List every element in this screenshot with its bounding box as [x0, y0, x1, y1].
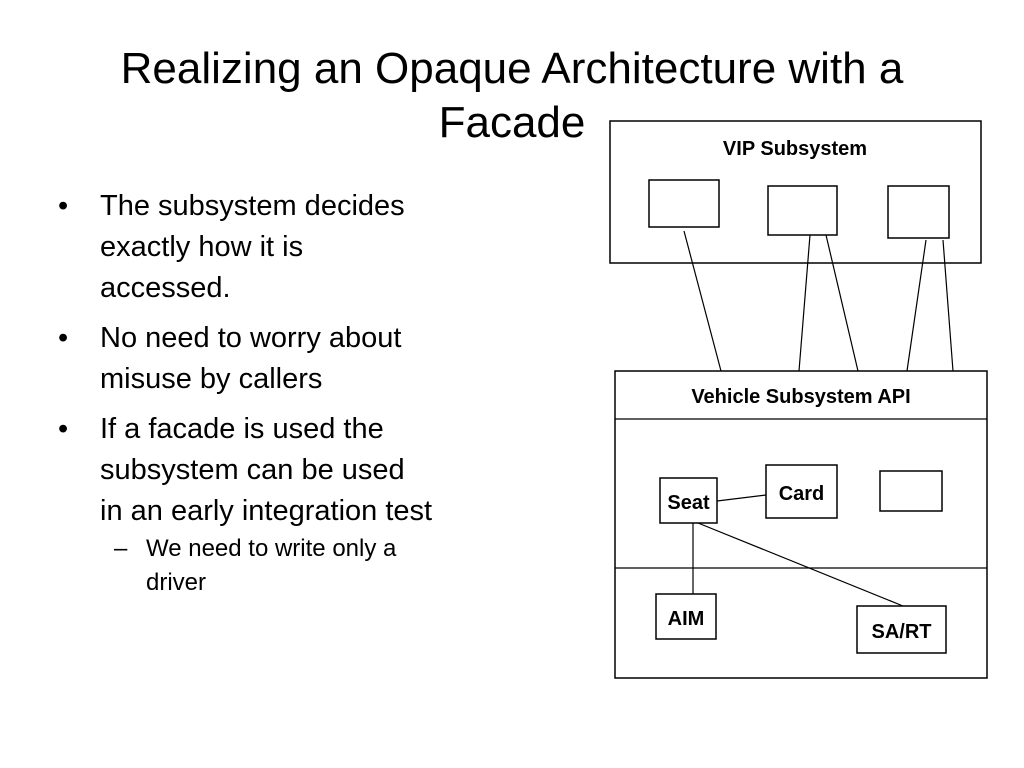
- vip-component-box: [887, 185, 950, 239]
- vip-component-box: [767, 185, 838, 236]
- sart-box: [856, 605, 947, 654]
- bullet-item: • The subsystem decides exactly how it i…: [58, 186, 508, 309]
- vehicle-api-label: Vehicle Subsystem API: [691, 386, 910, 408]
- connector-line: [683, 230, 722, 372]
- bullet-marker: •: [58, 190, 69, 222]
- slide-title: Realizing an Opaque Architecture with a …: [120, 44, 904, 147]
- bullet-marker: •: [58, 322, 69, 354]
- bullet-text: If a facade is used the subsystem can be…: [100, 413, 433, 527]
- card-label: Card: [779, 483, 825, 505]
- vip-component-box: [648, 179, 720, 228]
- bullet-marker: •: [58, 413, 69, 445]
- bullet-text: No need to worry about misuse by callers: [100, 322, 402, 395]
- bullet-list: • The subsystem decides exactly how it i…: [58, 186, 508, 609]
- seat-box: [659, 477, 718, 524]
- seat-label: Seat: [667, 492, 710, 514]
- bullet-item: • If a facade is used the subsystem can …: [58, 409, 508, 600]
- aim-box: [655, 593, 717, 640]
- sub-bullet-marker: –: [114, 535, 128, 562]
- connector-line: [906, 239, 927, 372]
- bullet-text: The subsystem decides exactly how it is …: [100, 190, 405, 304]
- sub-bullet-list: – We need to write only a driver: [100, 532, 508, 600]
- sart-label: SA/RT: [872, 621, 932, 643]
- aim-label: AIM: [668, 608, 705, 630]
- vip-subsystem-label: VIP Subsystem: [723, 138, 867, 160]
- sub-bullet-text: We need to write only a driver: [146, 535, 397, 596]
- connector-line: [825, 234, 859, 372]
- seat-sart-line: [697, 522, 904, 607]
- empty-component-box: [879, 470, 943, 512]
- connector-line: [798, 234, 811, 372]
- card-box: [765, 464, 838, 519]
- connector-line: [942, 239, 954, 372]
- bullet-item: • No need to worry about misuse by calle…: [58, 318, 508, 400]
- seat-card-line: [716, 494, 767, 502]
- sub-bullet-item: – We need to write only a driver: [100, 532, 508, 600]
